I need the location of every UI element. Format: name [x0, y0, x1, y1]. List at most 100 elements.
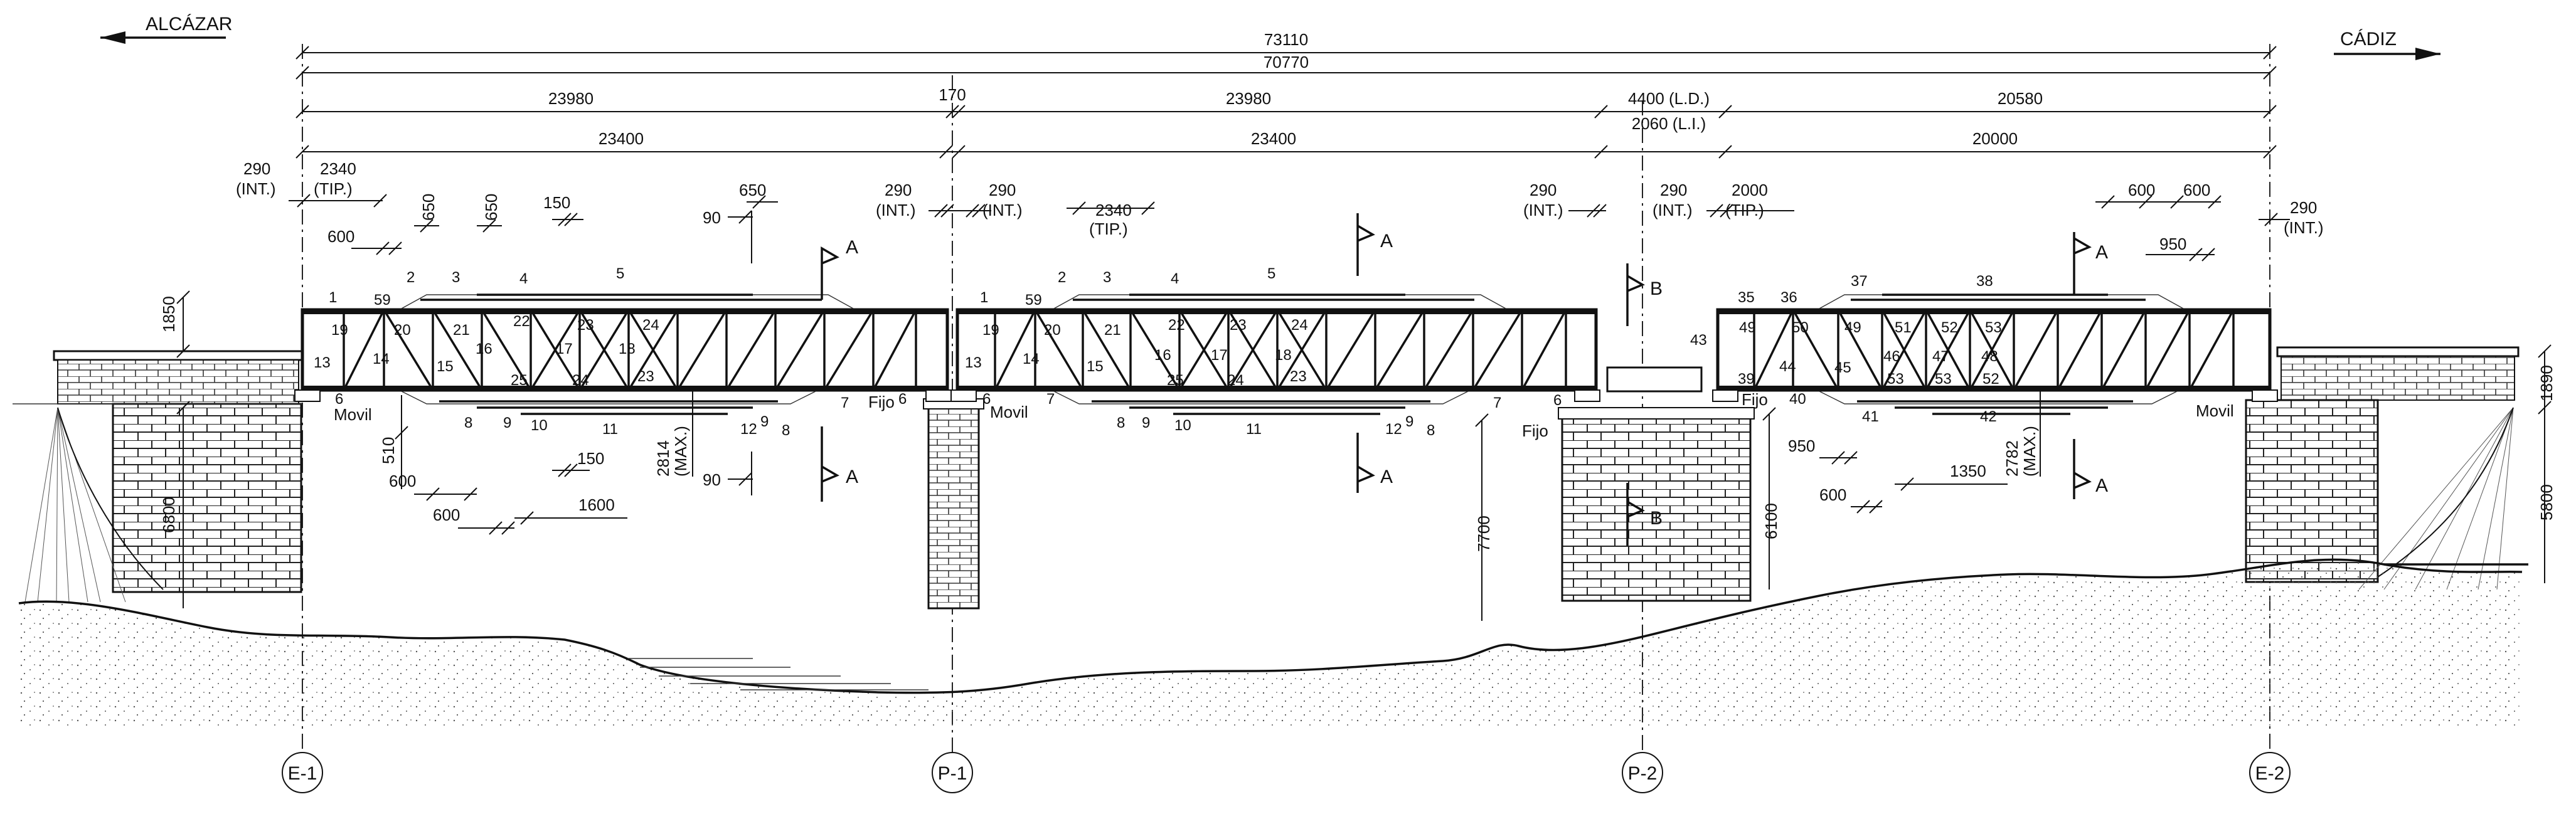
svg-text:49: 49 — [1739, 319, 1756, 336]
svg-text:290: 290 — [1530, 181, 1557, 199]
svg-text:44: 44 — [1779, 358, 1796, 375]
svg-text:53: 53 — [1985, 319, 2002, 336]
svg-text:16: 16 — [476, 341, 492, 357]
svg-text:37: 37 — [1851, 273, 1868, 290]
svg-text:650: 650 — [482, 194, 501, 221]
svg-text:47: 47 — [1932, 348, 1949, 365]
dim-total: 73110 — [1264, 30, 1308, 49]
svg-text:650: 650 — [739, 181, 766, 199]
height-6800: 6800 — [159, 497, 178, 533]
dim-span3-inner: 20000 — [1972, 129, 2018, 148]
embankment-fan-right — [2358, 407, 2514, 590]
section-markers: A A A A B B A A — [821, 213, 2108, 546]
svg-text:P-2: P-2 — [1628, 763, 1658, 784]
span1-member-numbers: 1 2 3 4 5 59 19 20 21 22 23 24 13 14 15 … — [314, 265, 907, 439]
svg-text:9: 9 — [1142, 415, 1150, 431]
svg-text:1: 1 — [980, 289, 988, 306]
svg-text:22: 22 — [513, 313, 530, 330]
svg-text:7: 7 — [841, 394, 849, 411]
svg-text:6: 6 — [335, 391, 343, 408]
section-a-span2-top: A — [1356, 213, 1393, 276]
svg-text:10: 10 — [531, 417, 548, 434]
svg-text:1: 1 — [329, 289, 337, 306]
svg-text:24: 24 — [1291, 317, 1308, 334]
svg-text:18: 18 — [619, 341, 636, 357]
svg-text:13: 13 — [314, 354, 331, 371]
svg-text:E-1: E-1 — [288, 763, 317, 784]
section-a-span3-bot: A — [2073, 439, 2108, 499]
svg-text:12: 12 — [740, 421, 757, 438]
water-hatch — [627, 658, 929, 690]
bottom-detail-dims: 600 600 150 1600 90 2814 (MAX.) 950 600 … — [389, 391, 2041, 535]
pier-p2: 7700 6100 — [1474, 366, 1780, 621]
svg-text:600: 600 — [2183, 181, 2210, 199]
height-7700: 7700 — [1474, 515, 1493, 552]
svg-text:(INT.): (INT.) — [1653, 201, 1693, 219]
svg-text:Movil: Movil — [2196, 401, 2234, 420]
svg-text:9: 9 — [503, 415, 511, 431]
section-a-span1-bot: A — [821, 426, 858, 502]
span-outer-dimensions: 23980 170 23980 4400 (L.D.) 2060 (L.I.) … — [295, 85, 2277, 133]
svg-text:49: 49 — [1844, 319, 1861, 336]
svg-text:A: A — [2095, 242, 2108, 263]
span2-member-numbers: 1 2 3 4 5 59 19 20 21 22 23 24 13 14 15 … — [965, 265, 1562, 439]
embankment-fan-left — [24, 407, 126, 603]
svg-text:A: A — [846, 467, 858, 487]
svg-text:48: 48 — [1981, 348, 1998, 365]
svg-text:25: 25 — [511, 372, 528, 389]
svg-text:7: 7 — [1493, 394, 1501, 411]
height-5800: 5800 — [2537, 484, 2556, 521]
svg-text:40: 40 — [1789, 391, 1806, 408]
svg-text:41: 41 — [1862, 408, 1879, 425]
svg-text:39: 39 — [1738, 371, 1755, 388]
svg-text:Movil: Movil — [334, 405, 372, 424]
dim-span1-inner: 23400 — [599, 129, 644, 148]
svg-text:2: 2 — [1058, 269, 1066, 286]
svg-text:9: 9 — [760, 413, 769, 430]
dim-span3-outer: 20580 — [1998, 89, 2043, 108]
svg-text:6: 6 — [982, 391, 991, 408]
svg-text:18: 18 — [1275, 347, 1292, 364]
svg-text:A: A — [1380, 231, 1393, 251]
svg-text:290: 290 — [243, 159, 270, 178]
svg-text:3: 3 — [1103, 269, 1111, 286]
axis-markers: E-1 P-1 P-2 E-2 — [282, 752, 2291, 793]
svg-text:43: 43 — [1690, 332, 1707, 349]
svg-text:950: 950 — [2159, 235, 2186, 253]
svg-text:(INT.): (INT.) — [2284, 218, 2324, 237]
svg-text:23: 23 — [1290, 368, 1307, 385]
svg-text:600: 600 — [433, 505, 460, 524]
dim-span1-outer: 23980 — [548, 89, 593, 108]
direction-label-right: CÁDIZ — [2340, 29, 2397, 50]
svg-text:53: 53 — [1935, 371, 1952, 388]
pier-p1 — [923, 398, 984, 610]
direction-alcazar: ALCÁZAR — [100, 14, 232, 44]
direction-label-left: ALCÁZAR — [146, 14, 232, 34]
svg-text:24: 24 — [572, 372, 589, 389]
svg-text:14: 14 — [373, 351, 390, 367]
svg-text:12: 12 — [1385, 421, 1402, 438]
direction-cadiz: CÁDIZ — [2334, 29, 2440, 60]
svg-text:290: 290 — [989, 181, 1016, 199]
dim-gap2-li: 2060 (L.I.) — [1632, 114, 1706, 133]
svg-text:4: 4 — [1171, 270, 1179, 287]
svg-text:A: A — [846, 237, 858, 258]
svg-text:650: 650 — [419, 194, 438, 221]
svg-text:(INT.): (INT.) — [876, 201, 916, 219]
svg-text:510: 510 — [379, 437, 398, 464]
axis-e2: E-2 — [2249, 752, 2291, 793]
svg-text:14: 14 — [1023, 351, 1040, 367]
abutment-e1: 1850 6800 510 — [13, 290, 408, 608]
section-a-span2-bot: A — [1356, 433, 1393, 493]
svg-text:42: 42 — [1980, 408, 1997, 425]
axis-p2: P-2 — [1622, 752, 1663, 793]
svg-text:Movil: Movil — [990, 403, 1028, 421]
span-inner-dimensions: 23400 23400 20000 — [295, 129, 2277, 159]
svg-text:290: 290 — [1660, 181, 1687, 199]
svg-text:Fijo: Fijo — [1742, 390, 1768, 409]
svg-text:10: 10 — [1174, 417, 1191, 434]
svg-text:Fijo: Fijo — [1522, 421, 1548, 440]
svg-text:8: 8 — [782, 422, 790, 439]
svg-text:2782: 2782 — [2003, 440, 2021, 477]
svg-text:17: 17 — [556, 341, 573, 357]
